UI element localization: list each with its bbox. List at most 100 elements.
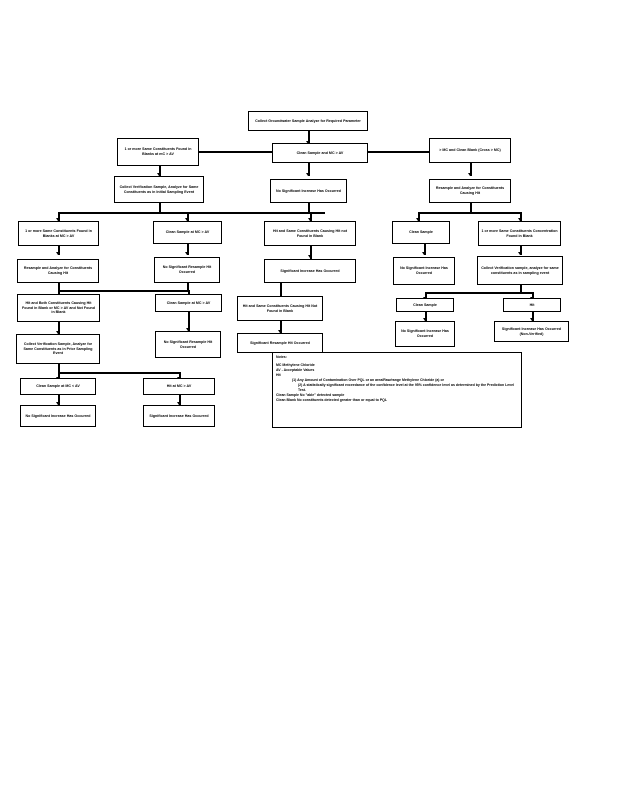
edge-bus4	[58, 290, 190, 292]
edge-bus6-n29	[179, 372, 181, 380]
node-clean-sample-b[interactable]: Clean Sample	[396, 298, 454, 312]
arrow-n29-n31	[176, 402, 181, 405]
node-collect-groundwater-sample[interactable]: Collect Groundwater Sample Analyze for R…	[248, 111, 368, 131]
edge-n2-n5	[159, 166, 161, 176]
node-collect-verification-initial[interactable]: Collect Verification Sample, Analyze for…	[114, 176, 204, 203]
edge-n7-down	[470, 203, 472, 212]
arrow-n11-n16	[421, 252, 426, 255]
node-significant-increase-b[interactable]: Significant Increase Has Occurred	[143, 405, 215, 427]
legend-line-clean-sample: Clean Sample No "able" detected sample	[276, 392, 345, 397]
edge-n12-n17	[520, 246, 522, 255]
legend-notes-box: Notes: MC Methylene Chloride AV - Accept…	[272, 352, 522, 428]
edge-bus-right	[418, 212, 522, 214]
legend-line-mc: MC Methylene Chloride	[276, 362, 315, 367]
edge-bus2-n9	[187, 212, 189, 221]
node-clean-sample-mc-av[interactable]: Clean Sample and MC > AV	[272, 143, 368, 163]
arrow-bus2-n10	[307, 218, 312, 221]
node-resample-constituents-a[interactable]: Resample and Analyze for Constituents Ca…	[429, 179, 511, 203]
arrow-n9-n14	[184, 252, 189, 255]
arrow-n12-n17	[517, 252, 522, 255]
arrow-n2-n5	[156, 173, 161, 176]
node-clean-sample-mc-av-c[interactable]: Clean Sample at MC > AV	[155, 294, 222, 312]
edge-bus2-n10	[310, 212, 312, 221]
node-collect-verification-sampling-event[interactable]: Collect Verification sample, analyze for…	[477, 256, 563, 285]
legend-line-hit-1: (1) Any Amount of Contamination Over PQL…	[292, 377, 444, 382]
edge-bus2-n8	[58, 212, 60, 221]
edge-n21-n26	[425, 312, 427, 321]
edge-n20-n25	[280, 321, 282, 333]
arrow-n4-n7	[467, 173, 472, 176]
edge-n14-down	[187, 283, 189, 291]
node-collect-verification-prior[interactable]: Collect Verification Sample, Analyze for…	[16, 334, 100, 364]
node-no-significant-increase-c[interactable]: No Significant Increase Has Occurred	[395, 321, 455, 347]
node-hit-constituents-not-in-blank-a[interactable]: Hit and Same Constituents Causing Hit no…	[264, 221, 356, 246]
edge-bus5-n22	[532, 292, 534, 300]
node-no-significant-resample-hit-b[interactable]: No Significant Resample Hit Occurred	[155, 331, 221, 358]
arrow-bus3-n11	[415, 218, 420, 221]
node-hit-b[interactable]: Hit	[503, 298, 561, 312]
edge-n28-n30	[58, 395, 60, 405]
edge-n4-n7	[470, 163, 472, 176]
edge-n3-n6	[308, 163, 310, 176]
edge-bus5	[425, 292, 533, 294]
edge-bus6	[58, 372, 180, 374]
arrow-n28-n30	[55, 402, 60, 405]
node-hit-both-constituents-blank[interactable]: Hit and Both Constituents Causing Hit Fo…	[17, 294, 100, 322]
node-hit-constituents-not-in-blank-b[interactable]: Hit and Same Constituents Causing Hit No…	[237, 296, 323, 321]
node-no-significant-increase-d[interactable]: No Significant Increase Has Occurred	[20, 405, 96, 427]
node-significant-increase-non-verified[interactable]: Significant Increase Has Occurred (Non-V…	[494, 321, 569, 342]
node-no-significant-resample-hit-a[interactable]: No Significant Resample Hit Occurred	[154, 257, 220, 283]
arrow-n20-n25	[277, 330, 282, 333]
edge-n13-down	[58, 283, 60, 291]
node-significant-resample-hit[interactable]: Significant Resample Hit Occurred	[237, 333, 323, 353]
edge-n23-down	[58, 364, 60, 373]
node-significant-increase-a[interactable]: Significant Increase Has Occurred	[264, 259, 356, 283]
edge-n10-n15	[310, 246, 312, 259]
arrow-n8-n13	[55, 252, 60, 255]
arrow-n18-n23	[55, 331, 60, 334]
legend-title: Notes:	[276, 355, 287, 359]
legend-line-av: AV - Acceptable Values	[276, 367, 315, 372]
edge-bus-top	[198, 151, 308, 153]
node-mc-and-clean-blank[interactable]: > MC and Clean Blank (Cross > MC)	[429, 138, 511, 163]
node-clean-sample-mc-av-b[interactable]: Clean Sample at MC > AV	[153, 221, 222, 244]
edge-n9-n14	[187, 244, 189, 255]
node-same-constituents-blanks-b[interactable]: 1 or more Same Constituents Found in Bla…	[18, 221, 99, 246]
arrow-bus2-n9	[184, 218, 189, 221]
node-clean-sample-a[interactable]: Clean Sample	[392, 221, 450, 244]
node-hit-mc-gt-av[interactable]: Hit at MC > AV	[143, 378, 215, 395]
edge-bus5-n21	[425, 292, 427, 300]
edge-bus-top-right	[368, 151, 430, 153]
edge-n6-down	[308, 203, 310, 212]
legend-line-clean-blank: Clean Blank No constituents detected gre…	[276, 398, 388, 402]
edge-n29-n31	[179, 395, 181, 405]
legend-line-hit-2: (2) A statistically significant exceedan…	[298, 382, 515, 392]
arrow-n3-n6	[305, 173, 310, 176]
edge-n19-n24	[188, 312, 190, 331]
edge-bus3-n11	[418, 212, 420, 221]
edge-bus6-n28	[58, 372, 60, 380]
edge-bus3-n12	[520, 212, 522, 221]
arrow-n19-n24	[185, 328, 190, 331]
arrow-n10-n15	[307, 255, 312, 258]
edge-n5-down	[159, 203, 161, 213]
arrow-n1-n3	[305, 141, 310, 144]
arrow-bus2-n8	[55, 218, 60, 221]
node-no-significant-increase-b[interactable]: No Significant Increase Has Occurred	[393, 257, 455, 285]
edge-n20-up	[280, 283, 282, 299]
node-same-constituents-blanks-top[interactable]: 1 or more Same Constituents Found in Bla…	[117, 138, 199, 166]
edge-n22-n27	[532, 312, 534, 321]
node-resample-constituents-b[interactable]: Resample and Analyze for Constituents Ca…	[17, 259, 99, 283]
arrow-n22-n27	[529, 318, 534, 321]
edge-n17-down	[520, 285, 522, 293]
arrow-n21-n26	[422, 318, 427, 321]
legend-line-hit: Hit	[276, 372, 281, 377]
node-same-constituents-found-in-blank[interactable]: 1 or more Same Constituents Concentratio…	[478, 221, 561, 246]
node-clean-sample-mc-lt-av[interactable]: Clean Sample at MC < AV	[20, 378, 96, 395]
edge-n11-n16	[424, 244, 426, 255]
arrow-bus3-n12	[517, 218, 522, 221]
edge-bus-second	[58, 212, 325, 214]
node-no-significant-increase-a[interactable]: No Significant Increase Has Occurred	[270, 179, 347, 203]
edge-n18-n23	[58, 322, 60, 334]
